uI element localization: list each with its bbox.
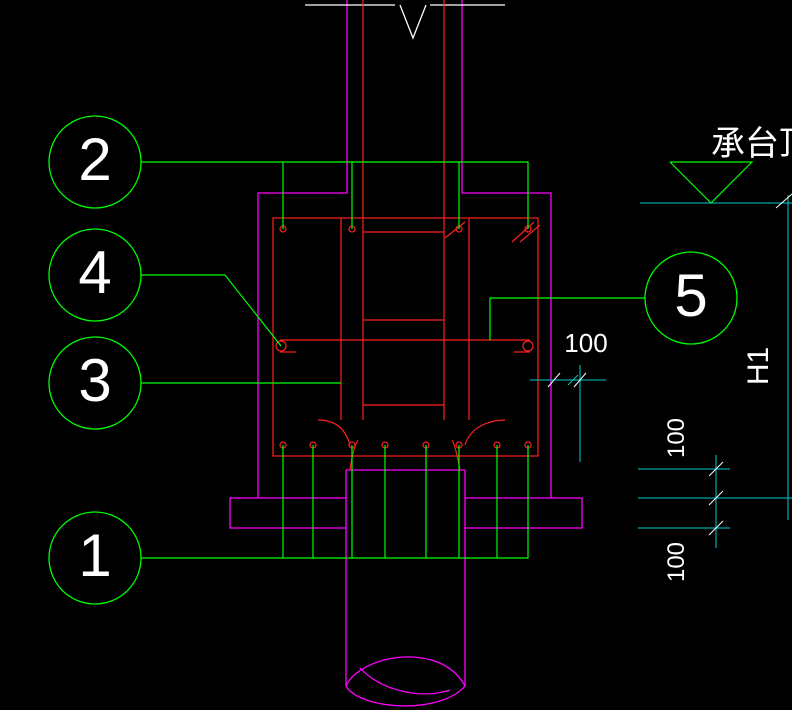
callout-label: 4 xyxy=(78,239,111,306)
dimension-label-lower: 100 xyxy=(663,542,690,582)
elevation-marker: 承台顶 xyxy=(640,125,792,204)
rebar-dots xyxy=(275,225,534,449)
height-label: H1 xyxy=(742,347,775,385)
callout-4: 4 xyxy=(48,228,142,322)
callout-label: 1 xyxy=(78,522,111,589)
callout-label: 2 xyxy=(78,126,111,193)
callout-bubble xyxy=(48,336,142,430)
callout-label: 5 xyxy=(674,262,707,329)
cap-top-label: 承台顶 xyxy=(711,125,792,163)
callout-2: 2 xyxy=(48,115,142,209)
leader-lines xyxy=(141,161,645,559)
dimension-ticks xyxy=(547,372,587,388)
dimension-label: 100 xyxy=(564,328,607,358)
callout-bubble xyxy=(644,251,738,345)
rebar-cage xyxy=(272,0,541,471)
callout-5: 5 xyxy=(644,251,738,345)
callout-bubble xyxy=(48,115,142,209)
dimension-lower-spacing: 100 100 xyxy=(638,418,792,582)
top-break-line xyxy=(305,4,505,40)
dimension-height: H1 xyxy=(742,193,792,520)
height-tick-top xyxy=(775,193,792,209)
structure-outline xyxy=(229,0,583,707)
dimension-ticks xyxy=(708,461,724,536)
elevation-triangle xyxy=(669,161,754,204)
dimension-top-spacing: 100 xyxy=(530,328,608,462)
callout-label: 3 xyxy=(78,347,111,414)
dimension-label-upper: 100 xyxy=(663,418,690,458)
dimension-lines xyxy=(530,365,606,462)
dimension-lines xyxy=(638,455,792,548)
callout-3: 3 xyxy=(48,336,142,430)
callout-bubble xyxy=(48,511,142,605)
callout-bubble xyxy=(48,228,142,322)
callout-1: 1 xyxy=(48,511,142,605)
